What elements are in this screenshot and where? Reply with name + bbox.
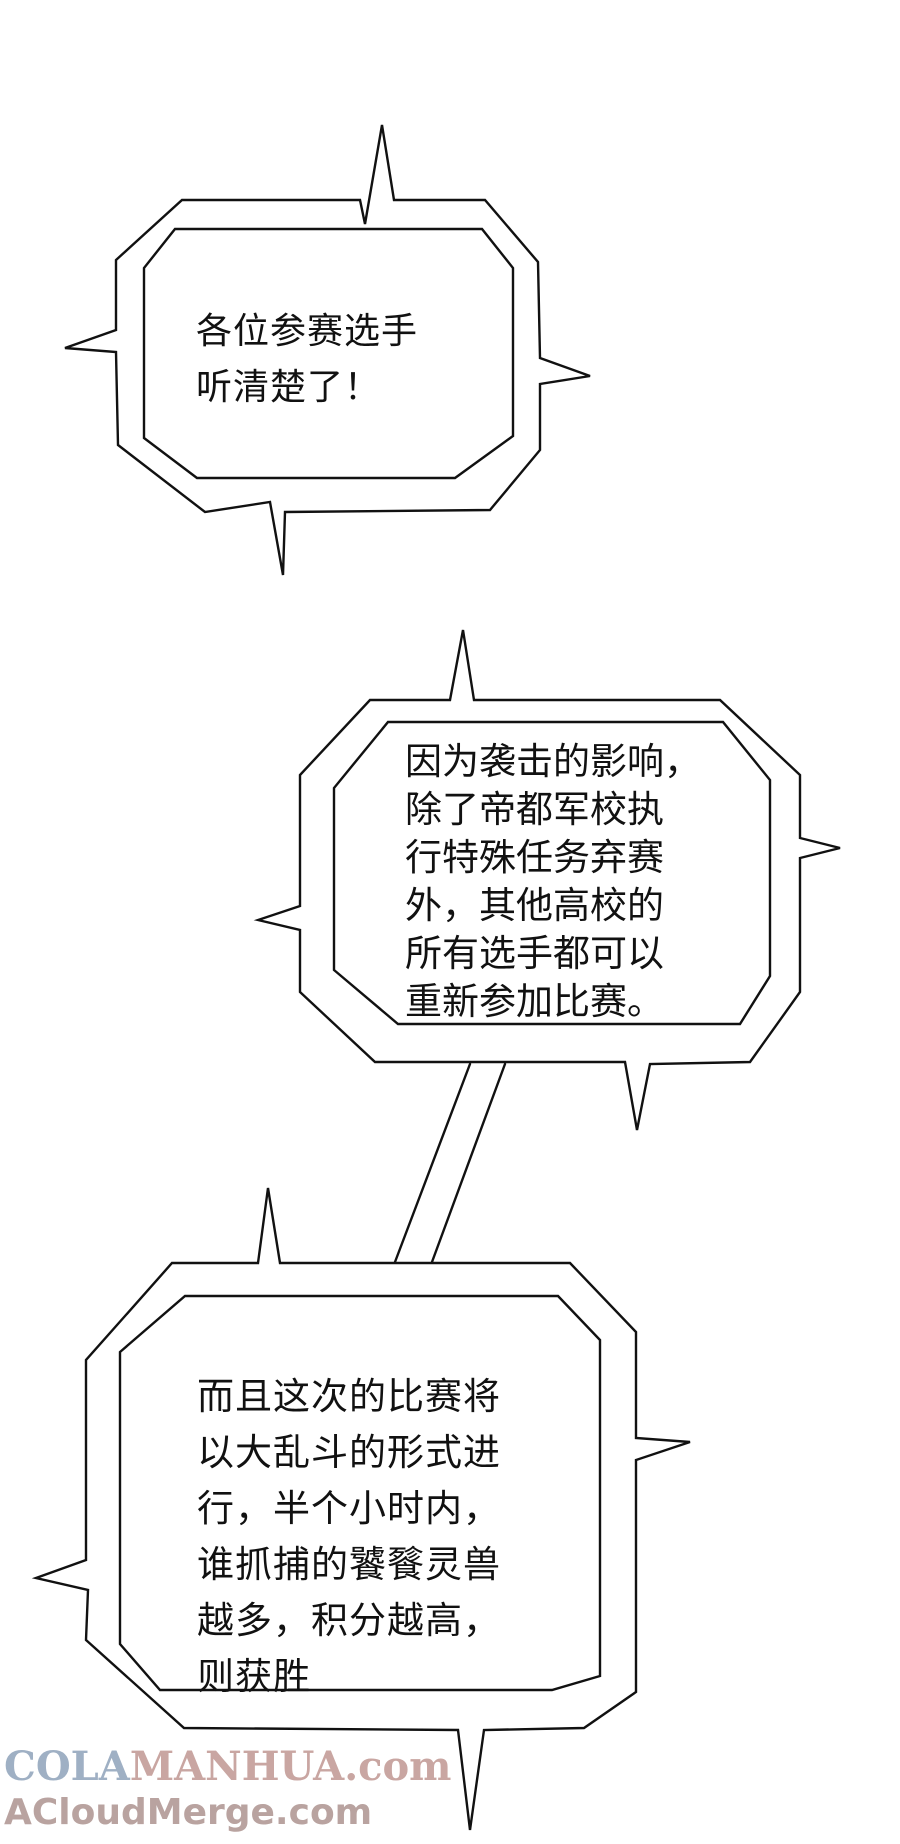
bubble-3-outer-frame xyxy=(31,1187,691,1831)
bubble-2-line: 因为袭击的影响， xyxy=(405,740,701,783)
bubble-2-outer-frame xyxy=(253,629,841,1131)
bubble-3-line: 谁抓捕的饕餮灵兽 xyxy=(197,1543,501,1586)
bubble-3-line: 越多，积分越高， xyxy=(197,1599,501,1642)
bubble-3-line: 行，半个小时内， xyxy=(197,1487,501,1530)
bubble-2-line: 行特殊任务弃赛 xyxy=(405,836,664,879)
bubble-1-line: 各位参赛选手 xyxy=(196,311,419,352)
bubble-1-inner-frame xyxy=(142,227,515,480)
bubble-2-dialogue: 因为袭击的影响， 除了帝都军校执 行特殊任务弃赛 外，其他高校的 所有选手都可以… xyxy=(405,738,701,1026)
watermark-colamanhua: COLAMANHUA.com xyxy=(4,1745,451,1789)
bubble-1-dialogue: 各位参赛选手 听清楚了！ xyxy=(196,304,418,416)
bubble-2-line: 所有选手都可以 xyxy=(405,932,664,975)
bubble-3-line: 则获胜 xyxy=(197,1655,311,1698)
bubble-connector-left xyxy=(393,1062,472,1264)
bubble-3-line: 以大乱斗的形式进 xyxy=(197,1431,501,1474)
bubble-2-line: 重新参加比赛。 xyxy=(405,980,664,1023)
bubble-2-line: 外，其他高校的 xyxy=(405,884,664,927)
bubble-connector-right xyxy=(430,1062,507,1264)
bubble-1-line: 听清楚了！ xyxy=(196,367,382,408)
bubble-3-inner-frame xyxy=(118,1294,602,1692)
bubble-1-outer-frame xyxy=(64,124,591,576)
bubble-2-line: 除了帝都军校执 xyxy=(405,788,664,831)
bubble-2-inner-frame xyxy=(332,720,772,1026)
watermark-acloudmerge: ACloudMerge.com xyxy=(4,1792,373,1833)
watermark-cola-text: COLA xyxy=(4,1743,130,1790)
bubble-3-dialogue: 而且这次的比赛将 以大乱斗的形式进 行，半个小时内， 谁抓捕的饕餮灵兽 越多，积… xyxy=(197,1369,501,1705)
bubble-3-line: 而且这次的比赛将 xyxy=(197,1375,501,1418)
watermark-manhua-text: MANHUA.com xyxy=(129,1743,452,1790)
